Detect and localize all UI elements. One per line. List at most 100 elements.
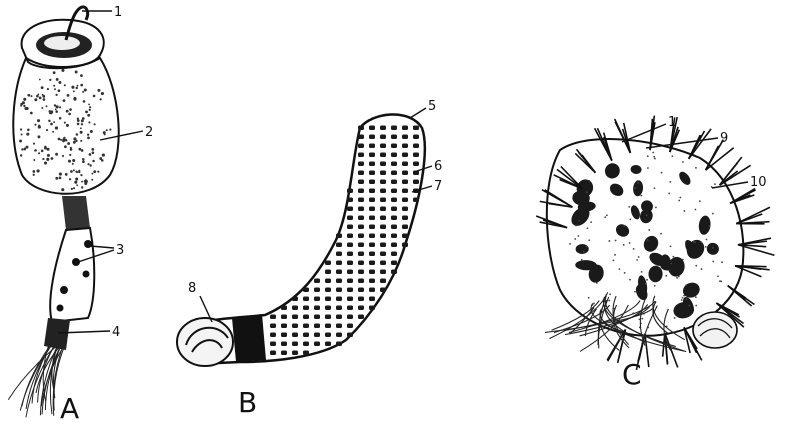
stipple-dot bbox=[55, 153, 58, 156]
stipple-dot bbox=[655, 207, 657, 209]
pore-mark bbox=[413, 144, 419, 149]
stipple-dot bbox=[76, 133, 79, 136]
pore-mark bbox=[380, 144, 386, 149]
pore-mark bbox=[347, 225, 353, 230]
osculum-hole bbox=[677, 170, 693, 187]
stipple-dot bbox=[54, 88, 56, 90]
stipple-dot bbox=[714, 183, 716, 185]
pore-mark bbox=[336, 315, 342, 320]
stipple-dot bbox=[89, 164, 91, 166]
stipple-dot bbox=[619, 268, 621, 270]
stipple-dot bbox=[69, 178, 71, 180]
stipple-dot bbox=[76, 184, 78, 186]
stipple-dot bbox=[61, 69, 64, 72]
stipple-dot bbox=[80, 174, 82, 176]
stipple-dot bbox=[637, 182, 639, 184]
stipple-dot bbox=[22, 101, 25, 104]
stipple-dot bbox=[641, 271, 643, 273]
pore-mark bbox=[369, 180, 375, 185]
pore-mark bbox=[413, 162, 419, 167]
pore-mark bbox=[314, 297, 320, 302]
leader-line bbox=[712, 182, 748, 188]
stipple-dot bbox=[46, 105, 48, 107]
stipple-dot bbox=[569, 243, 571, 245]
pore-mark bbox=[402, 180, 408, 185]
panel-c: 1 9 10 C bbox=[536, 115, 774, 391]
stipple-dot bbox=[37, 94, 39, 96]
stipple-dot bbox=[660, 233, 662, 235]
panel-a-pore bbox=[57, 305, 64, 312]
stipple-dot bbox=[54, 104, 56, 106]
panel-b-surface-pores bbox=[270, 126, 419, 356]
stipple-dot bbox=[85, 110, 88, 113]
stipple-dot bbox=[682, 259, 684, 261]
pore-mark bbox=[358, 153, 364, 158]
osculum-hole bbox=[614, 222, 632, 240]
pore-mark bbox=[314, 306, 320, 311]
stipple-dot bbox=[70, 147, 72, 149]
stipple-dot bbox=[587, 227, 589, 229]
pore-mark bbox=[402, 153, 408, 158]
pore-mark bbox=[391, 171, 397, 176]
stipple-dot bbox=[89, 153, 92, 156]
pore-mark bbox=[336, 243, 342, 248]
stipple-dot bbox=[695, 209, 697, 211]
pore-mark bbox=[369, 306, 375, 311]
label-a-4: 4 bbox=[112, 325, 120, 340]
stipple-dot bbox=[623, 225, 625, 227]
pore-mark bbox=[369, 243, 375, 248]
stipple-dot bbox=[21, 134, 23, 136]
stipple-dot bbox=[93, 170, 96, 173]
pore-mark bbox=[380, 252, 386, 257]
pore-mark bbox=[270, 351, 276, 356]
stipple-dot bbox=[682, 161, 684, 163]
pore-mark bbox=[358, 135, 364, 140]
pore-mark bbox=[303, 315, 309, 320]
label-b-5: 5 bbox=[428, 99, 436, 114]
pore-mark bbox=[347, 216, 353, 221]
pore-mark bbox=[402, 162, 408, 167]
stipple-dot bbox=[80, 127, 82, 129]
stipple-dot bbox=[58, 89, 61, 92]
stipple-dot bbox=[71, 86, 74, 89]
stipple-dot bbox=[67, 94, 70, 97]
stipple-dot bbox=[42, 94, 44, 96]
osculum-hole bbox=[634, 283, 650, 302]
pore-mark bbox=[314, 342, 320, 347]
stipple-dot bbox=[100, 98, 102, 100]
stipple-dot bbox=[33, 174, 35, 176]
stipple-dot bbox=[74, 181, 77, 184]
stipple-dot bbox=[26, 133, 29, 136]
pore-mark bbox=[358, 189, 364, 194]
stipple-dot bbox=[39, 79, 41, 81]
stipple-dot bbox=[87, 136, 90, 139]
stipple-dot bbox=[712, 213, 714, 215]
stipple-dot bbox=[47, 154, 50, 157]
stipple-dot bbox=[75, 87, 77, 89]
pore-mark bbox=[336, 234, 342, 239]
pore-mark bbox=[413, 135, 419, 140]
stipple-dot bbox=[624, 272, 626, 274]
stipple-dot bbox=[87, 114, 90, 117]
pore-mark bbox=[336, 333, 342, 338]
stipple-dot bbox=[78, 171, 80, 173]
stipple-dot bbox=[609, 293, 611, 295]
stipple-dot bbox=[596, 282, 598, 284]
stipple-dot bbox=[106, 129, 108, 131]
stipple-dot bbox=[645, 283, 647, 285]
stipple-dot bbox=[21, 148, 23, 150]
stipple-dot bbox=[77, 123, 80, 126]
pore-mark bbox=[391, 135, 397, 140]
stipple-dot bbox=[581, 259, 583, 261]
spicule-line bbox=[561, 166, 582, 188]
stipple-dot bbox=[63, 99, 66, 102]
panel-b-dark-band bbox=[232, 314, 266, 362]
panel-b-letter: B bbox=[238, 386, 257, 419]
stipple-dot bbox=[608, 240, 610, 242]
leader-line bbox=[646, 138, 718, 148]
pore-mark bbox=[270, 333, 276, 338]
pore-mark bbox=[303, 324, 309, 329]
pore-mark bbox=[391, 261, 397, 266]
pore-mark bbox=[336, 279, 342, 284]
